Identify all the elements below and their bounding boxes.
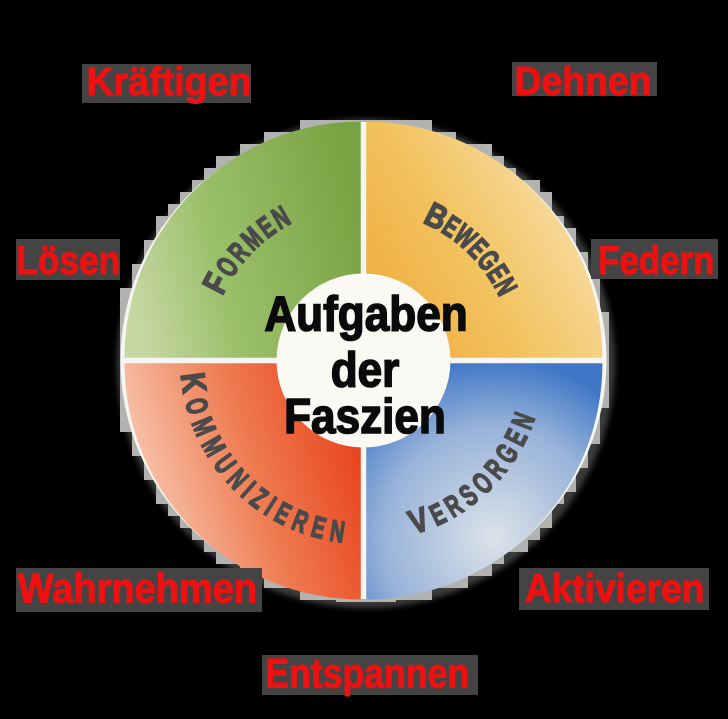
svg-text:Aufgaben: Aufgaben: [264, 286, 467, 341]
svg-text:Wahrnehmen: Wahrnehmen: [18, 566, 257, 612]
svg-text:N: N: [328, 515, 347, 550]
svg-text:Lösen: Lösen: [16, 238, 120, 283]
svg-text:Entspannen: Entspannen: [265, 651, 469, 697]
svg-text:Federn: Federn: [598, 238, 714, 283]
svg-text:Kräftigen: Kräftigen: [87, 60, 252, 104]
svg-text:Faszien: Faszien: [284, 389, 446, 444]
svg-text:der: der: [331, 342, 400, 397]
svg-text:Aktivieren: Aktivieren: [525, 567, 705, 612]
svg-text:Dehnen: Dehnen: [515, 59, 652, 103]
